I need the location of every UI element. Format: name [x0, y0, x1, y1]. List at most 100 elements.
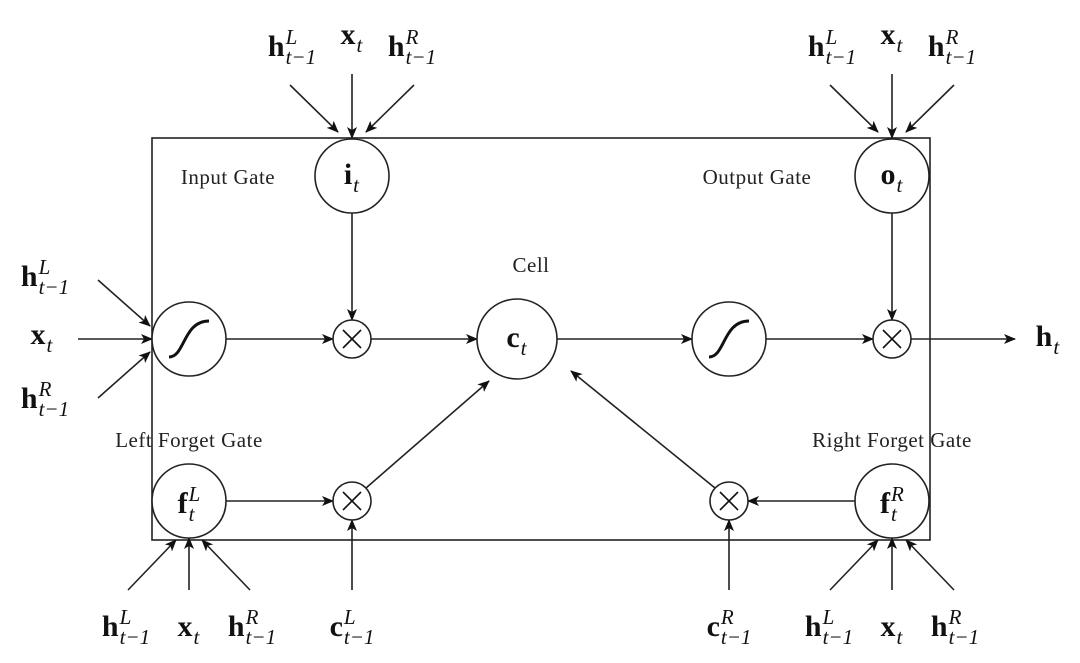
input-gate-label: Input Gate: [181, 165, 275, 189]
times-icon: [342, 329, 362, 349]
svg-text:h: h: [931, 610, 948, 643]
edge-hL-to-activation: [97, 279, 151, 327]
cell-node: [476, 298, 558, 380]
bottom-left-input-h-right-sub: t−1: [246, 625, 277, 649]
svg-text:h: h: [928, 30, 945, 63]
top-right-input-h-left-sub: t−1: [826, 45, 857, 69]
times-icon: [882, 329, 902, 349]
top-left-input-h-right-base: h: [388, 30, 405, 63]
edge-hR-to-right-forget: [905, 539, 955, 591]
edge-hL-to-left-forget: [127, 539, 177, 591]
bottom-left-input-x-sub: t: [194, 625, 201, 649]
output-gate-symbol-base: o: [881, 158, 896, 191]
svg-text:x: x: [341, 18, 356, 51]
svg-text:h: h: [268, 30, 285, 63]
sigmoid-curve-icon: [168, 319, 210, 359]
times-icon: [719, 491, 739, 511]
left-forget-gate-symbol-sup: L: [188, 482, 201, 506]
left-input-x-sub: t: [47, 333, 54, 357]
svg-text:x: x: [881, 610, 896, 643]
left-forget-gate-symbol-base: f: [178, 487, 189, 520]
input-c-right-sub: t−1: [721, 625, 752, 649]
input-c-left-base: c: [330, 610, 343, 643]
top-left-input-h-left-sub: t−1: [286, 45, 317, 69]
bottom-right-input-x-sub: t: [897, 625, 904, 649]
top-left-input-x-sub: t: [357, 33, 364, 57]
svg-text:c: c: [330, 610, 343, 643]
right-forget-gate-symbol-sup: R: [890, 482, 904, 506]
output-h-sub: t: [1053, 335, 1060, 359]
svg-text:h: h: [808, 30, 825, 63]
cell-label: Cell: [513, 253, 550, 277]
top-left-input-h-left-sup: L: [285, 25, 298, 49]
input-gate-symbol-base: i: [344, 158, 352, 191]
bottom-left-input-h-left-base: h: [102, 610, 119, 643]
right-forget-gate-node: [854, 463, 930, 539]
right-forget-gate-label: Right Forget Gate: [812, 428, 972, 452]
bottom-right-input-x-base: x: [881, 610, 896, 643]
top-right-input-h-left-sup: L: [825, 25, 838, 49]
right-forget-gate-symbol-base: f: [880, 487, 891, 520]
bottom-right-input-h-right-base: h: [931, 610, 948, 643]
input-activation-node: [151, 301, 227, 377]
top-right-input-h-right-base: h: [928, 30, 945, 63]
input-c-left-sup: L: [343, 605, 356, 629]
edge-hL-to-output-gate: [829, 84, 879, 133]
cell-symbol-sub: t: [521, 336, 528, 360]
bottom-right-input-h-left-sup: L: [822, 605, 835, 629]
top-right-input-h-right-sub: t−1: [946, 45, 977, 69]
input-gate-node: [314, 138, 390, 214]
output-h-base: h: [1036, 320, 1053, 353]
svg-text:x: x: [881, 18, 896, 51]
left-input-x-base: x: [31, 318, 46, 351]
svg-text:h: h: [388, 30, 405, 63]
left-forget-gate-symbol-sub: t: [189, 502, 196, 526]
edge-hR-to-input-gate: [365, 84, 415, 133]
sigmoid-curve-icon: [708, 319, 750, 359]
input-c-left-sub: t−1: [344, 625, 375, 649]
bottom-right-input-h-right-sub: t−1: [949, 625, 980, 649]
bottom-right-input-h-left-base: h: [805, 610, 822, 643]
edge-hR-to-output-gate: [905, 84, 955, 133]
left-input-h-left-sub: t−1: [39, 275, 70, 299]
output-gate-symbol-sub: t: [897, 173, 904, 197]
input-c-right-base: c: [707, 610, 720, 643]
top-left-input-x-base: x: [341, 18, 356, 51]
times-icon: [342, 491, 362, 511]
top-right-input-x-sub: t: [897, 33, 904, 57]
top-right-input-h-left-base: h: [808, 30, 825, 63]
input-gate-symbol-sub: t: [353, 173, 360, 197]
svg-text:x: x: [178, 610, 193, 643]
left-forget-gate-label: Left Forget Gate: [115, 428, 263, 452]
svg-text:x: x: [31, 318, 46, 351]
edge-hR-to-left-forget: [201, 539, 251, 591]
svg-text:c: c: [506, 321, 519, 354]
top-left-input-h-right-sup: R: [405, 25, 419, 49]
left-input-h-right-sub: t−1: [39, 397, 70, 421]
svg-text:h: h: [21, 382, 38, 415]
svg-text:o: o: [881, 158, 896, 191]
right-forget-gate-symbol-sub: t: [891, 502, 898, 526]
bottom-left-input-h-right-sup: R: [245, 605, 259, 629]
svg-text:c: c: [707, 610, 720, 643]
svg-text:h: h: [805, 610, 822, 643]
